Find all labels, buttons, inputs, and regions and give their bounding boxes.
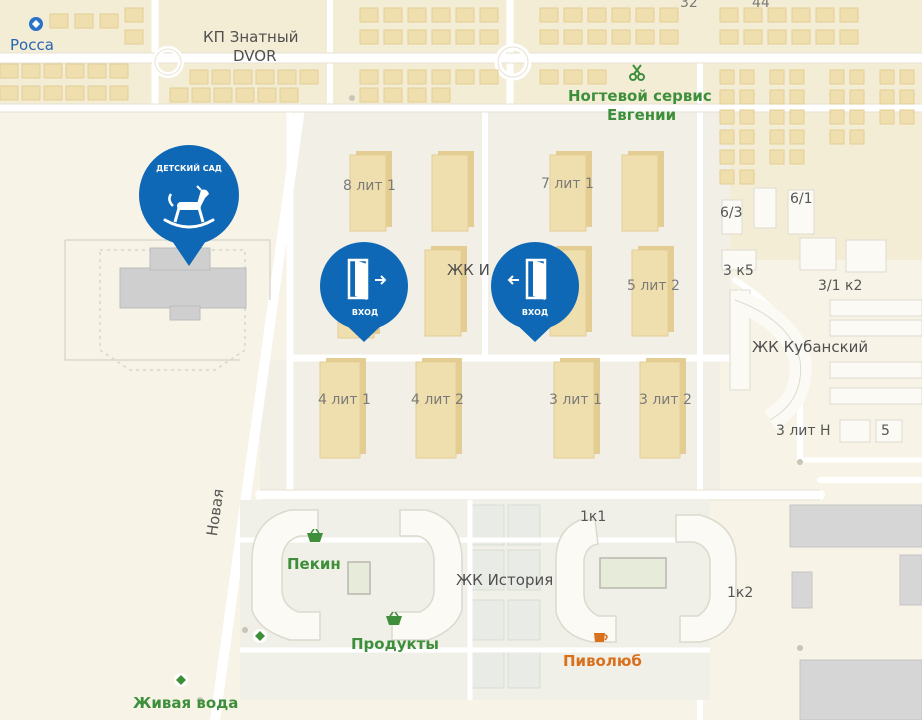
building-label-4lit1: 4 лит 1: [318, 392, 371, 408]
cup-icon[interactable]: [592, 630, 610, 649]
poi-pekin-label[interactable]: Пекин: [287, 555, 341, 573]
building-label-1k1: 1к1: [580, 509, 607, 525]
poi-pivolyub-label[interactable]: Пиволюб: [563, 652, 642, 670]
building-label-3lit1: 3 лит 1: [549, 392, 602, 408]
building-number-32: 32: [680, 0, 698, 11]
building-label-8lit1: 8 лит 1: [343, 178, 396, 194]
poi-nail-service-label-line2[interactable]: Евгении: [607, 106, 677, 124]
basket-icon[interactable]: [385, 611, 403, 632]
rocking-horse-icon: [163, 185, 215, 229]
scissors-icon[interactable]: [628, 64, 646, 86]
poi-rossa-label[interactable]: Росса: [10, 36, 54, 54]
building-label-5: 5: [881, 423, 890, 439]
basket-icon[interactable]: [306, 528, 324, 549]
complex-label-zhk-istoriya: ЖК История: [456, 571, 554, 589]
complex-label-zhk-i: ЖК И: [447, 261, 490, 279]
diamond-icon[interactable]: [253, 628, 267, 647]
building-label-6-1: 6/1: [790, 191, 813, 207]
poi-zhivaya-voda-label[interactable]: Живая вода: [133, 694, 239, 712]
building-label-3litN: 3 лит Н: [776, 423, 831, 439]
entrance-right-label: ВХОД: [521, 308, 549, 317]
diamond-icon[interactable]: [174, 672, 188, 691]
building-label-5lit2: 5 лит 2: [627, 278, 680, 294]
entrance-pin-right[interactable]: ВХОД: [489, 242, 581, 342]
building-label-3k5: 3 к5: [723, 263, 754, 279]
building-label-4lit2: 4 лит 2: [411, 392, 464, 408]
poi-produkty-label[interactable]: Продукты: [351, 635, 439, 653]
poi-nail-service-label-line1[interactable]: Ногтевой сервис: [568, 87, 712, 105]
building-label-7lit1: 7 лит 1: [541, 176, 594, 192]
building-number-44: 44: [752, 0, 770, 11]
building-label-3lit2: 3 лит 2: [639, 392, 692, 408]
building-label-3-1k2: 3/1 к2: [818, 278, 863, 294]
entrance-left-label: ВХОД: [351, 308, 379, 317]
diamond-icon[interactable]: [29, 16, 43, 35]
door-icon: [347, 258, 387, 300]
entrance-pin-left[interactable]: ВХОД: [319, 242, 411, 342]
kindergarten-pin[interactable]: ДЕТСКИЙ САД: [136, 142, 242, 268]
kp-znatny-label: КП Знатный: [203, 28, 299, 46]
kindergarten-pin-label: ДЕТСКИЙ САД: [156, 164, 222, 173]
complex-label-zhk-kubansky: ЖК Кубанский: [752, 338, 869, 356]
building-label-1k2: 1к2: [727, 585, 754, 601]
dvor-label: DVOR: [233, 47, 277, 65]
building-label-6-3: 6/3: [720, 205, 743, 221]
door-icon: [507, 258, 547, 300]
